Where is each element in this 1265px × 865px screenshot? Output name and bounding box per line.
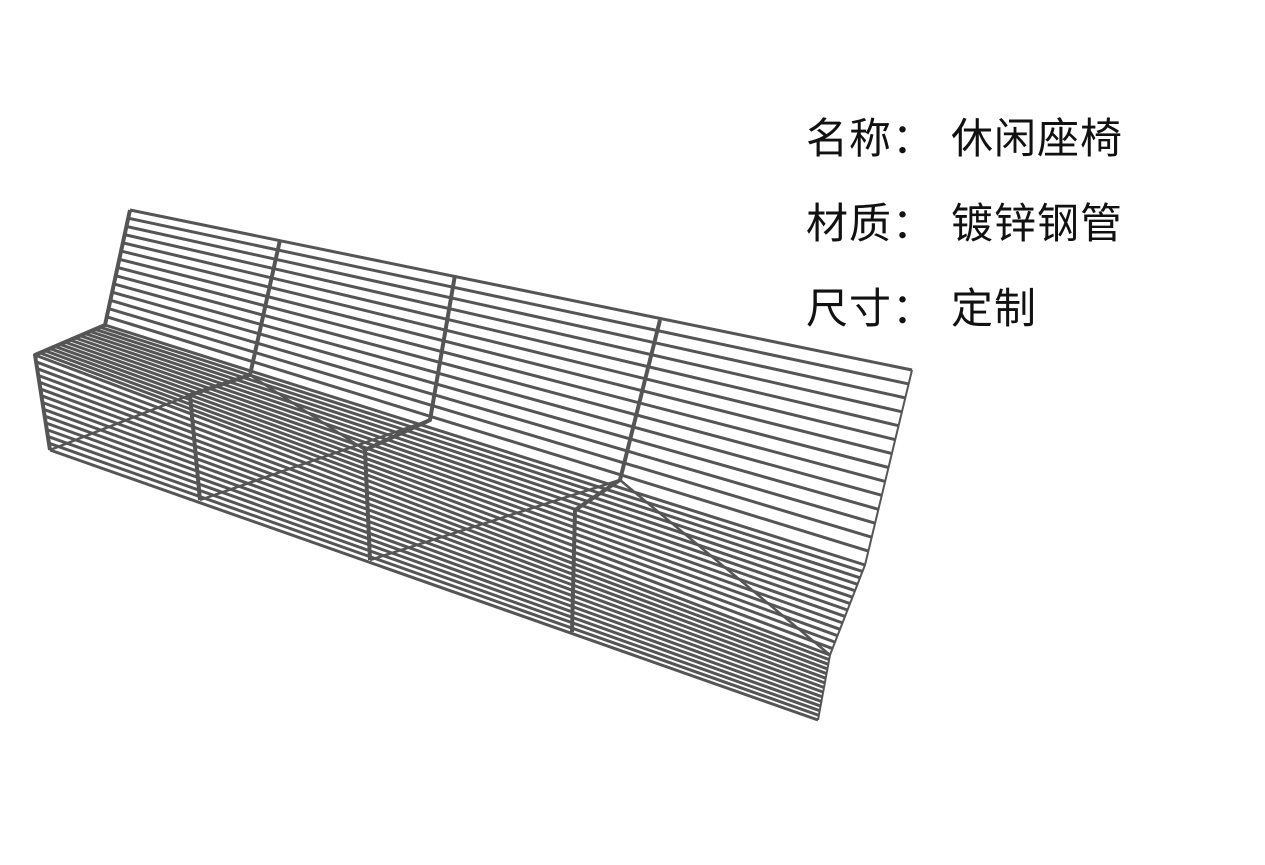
bench-frame-profile [363,274,457,561]
bench-slat [44,349,836,644]
spec-value: 休闲座椅 [951,114,1124,163]
bench-slat [45,421,822,703]
spec-material: 材质： 镀锌钢管 [806,190,1123,251]
bench-slat [99,325,863,573]
bench-slat [43,407,824,694]
bench-slat [108,307,873,539]
bench-slat [115,274,886,483]
bench-slat [113,282,883,497]
bench-slat [39,351,834,650]
bench-slat [127,216,909,386]
bench-slat [109,298,876,525]
spec-name: 名称： 休闲座椅 [806,105,1123,166]
bench-slat [36,367,829,666]
bench-slat [44,414,823,699]
bench-frame-profile [33,209,132,451]
bench-slat [74,336,851,605]
bench-slat [94,327,861,580]
bench-brace [249,373,366,452]
bench-slat [38,380,828,675]
bench-slat [111,290,879,511]
bench-slat [118,257,893,456]
bench-slat [124,233,903,414]
bench-slat [104,323,866,567]
bench-slat [79,334,853,599]
bench-frame-profile [188,239,282,501]
bench-frame-profile [817,369,913,721]
bench-slat [89,330,858,586]
bench-slat [37,373,828,671]
bench-slat [120,249,896,442]
bench-brace [619,479,831,656]
bench-slat [47,435,821,713]
spec-value: 定制 [951,284,1038,333]
bench-slat [48,441,820,717]
spec-value: 镀锌钢管 [951,199,1124,248]
bench-slat [49,347,839,638]
bench-slat [64,340,846,618]
bench-brace [369,478,621,562]
bench-slat [106,315,869,553]
bench-slat [84,332,856,593]
bench-brace [49,393,191,452]
spec-label: 材质： [806,199,936,248]
spec-label: 尺寸： [806,284,936,333]
spec-label: 名称： [806,114,936,163]
bench-slat [46,428,822,708]
bench-slat [54,345,841,631]
bench-frame-profile [570,319,662,633]
bench-slat [69,338,848,612]
bench-slat [35,360,830,662]
bench-slat [122,241,899,428]
bench-slat [59,342,844,625]
spec-size: 尺寸： 定制 [806,275,1037,336]
bench-slat [126,224,906,400]
bench-slat [41,401,825,689]
bench-brace [199,418,431,502]
bench-slat [117,266,889,469]
bench-slat [39,387,827,680]
bench-slat [49,448,819,722]
bench-slat [129,208,913,372]
